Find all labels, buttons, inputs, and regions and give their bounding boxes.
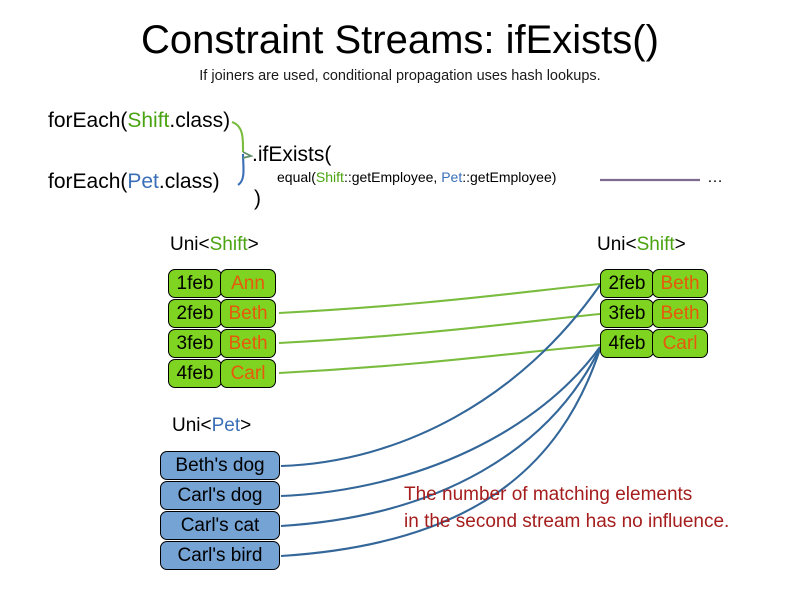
label-right-shift-prefix: Uni< [597,234,637,255]
code-foreach-pet-type: Pet [127,170,159,193]
annotation-line-2: in the second stream has no influence. [404,510,730,532]
brace-green-curve [231,121,245,153]
label-left-shift-prefix: Uni< [170,234,210,255]
code-foreach-pet-prefix: forEach( [48,170,128,193]
code-equal-right-ref: ::getEmployee) [462,169,557,185]
code-equal-prefix: equal( [277,169,316,185]
code-foreach-shift: forEach(Shift.class) [48,109,230,133]
brace-blue-curve [237,153,245,186]
label-left-shift-stream: Uni<Shift> [170,234,259,256]
list-item[interactable]: Carl's bird [160,541,280,570]
table-row[interactable]: 2feb Beth [168,299,276,328]
code-ifexists-close: ) [254,187,261,210]
cell-date: 1feb [168,269,222,298]
label-pet-suffix: > [240,415,252,436]
cell-date: 2feb [168,299,222,328]
label-pet-prefix: Uni< [172,415,212,436]
cell-name: Beth [220,299,276,328]
code-ellipsis: … [707,169,723,186]
cell-date: 3feb [600,299,654,328]
code-foreach-pet-suffix: .class) [158,170,220,193]
code-foreach-shift-suffix: .class) [169,109,231,132]
code-foreach-pet: forEach(Pet.class) [48,170,220,194]
table-row[interactable]: 1feb Ann [168,269,276,298]
wire-green-3feb [278,312,601,345]
label-left-shift-suffix: > [247,234,259,255]
label-right-shift-stream: Uni<Shift> [597,234,686,256]
code-equal-left-type: Shift [315,169,344,185]
wire-blue-beths-dog [280,284,601,468]
annotation-note: The number of matching elements in the s… [404,482,784,536]
code-ifexists-open: .ifExists( [252,143,332,166]
label-right-shift-type: Shift [636,234,675,255]
page-title: Constraint Streams: ifExists() [141,18,659,62]
label-left-shift-type: Shift [209,234,248,255]
cell-date: 3feb [168,329,222,358]
cell-pet-name: Carl's cat [160,511,280,540]
cell-name: Beth [220,329,276,358]
label-right-shift-suffix: > [674,234,686,255]
cell-date: 4feb [600,329,654,358]
cell-date: 4feb [168,359,222,388]
table-row[interactable]: 4feb Carl [168,359,276,388]
code-equal-joiner: equal(Shift::getEmployee, Pet::getEmploy… [277,169,556,185]
cell-name: Carl [220,359,276,388]
code-foreach-shift-type: Shift [127,109,170,132]
table-row[interactable]: 3feb Beth [168,329,276,358]
cell-pet-name: Beth's dog [160,451,280,480]
code-equal-right-type: Pet [441,169,463,185]
code-foreach-shift-prefix: forEach( [48,109,128,132]
label-pet-stream: Uni<Pet> [172,415,251,437]
cell-name: Beth [652,269,708,298]
list-item[interactable]: Carl's dog [160,481,280,510]
cell-name: Ann [220,269,276,298]
wire-green-2feb [278,282,601,315]
list-item[interactable]: Beth's dog [160,451,280,480]
wire-blue-carls-dog [280,346,601,498]
cell-name: Beth [652,299,708,328]
table-row[interactable]: 4feb Carl [600,329,708,358]
cell-pet-name: Carl's bird [160,541,280,570]
code-equal-left-ref: ::getEmployee, [343,169,442,185]
label-pet-type: Pet [211,415,241,436]
table-row[interactable]: 3feb Beth [600,299,708,328]
wire-green-4feb [278,343,601,375]
cell-pet-name: Carl's dog [160,481,280,510]
brace-apex [242,151,254,159]
annotation-line-1: The number of matching elements [404,484,693,505]
cell-name: Carl [652,329,708,358]
cell-date: 2feb [600,269,654,298]
table-row[interactable]: 2feb Beth [600,269,708,298]
list-item[interactable]: Carl's cat [160,511,280,540]
page-subtitle: If joiners are used, conditional propaga… [199,68,601,84]
